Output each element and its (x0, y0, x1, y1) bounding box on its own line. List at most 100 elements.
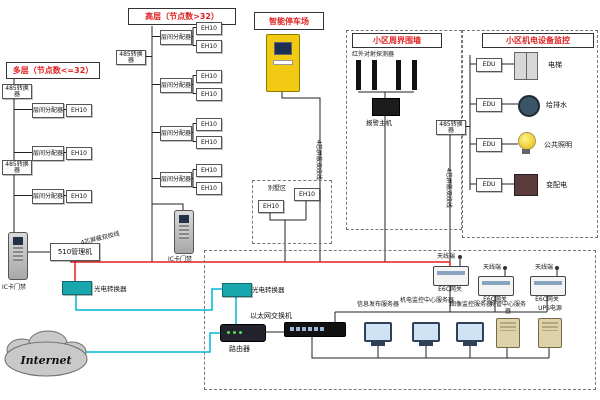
floor-distributor: 层间分配器 (160, 126, 192, 141)
antenna-end-label: 天线端 (437, 253, 456, 260)
eh10-unit: EH10 (196, 136, 222, 149)
router-device (220, 324, 266, 342)
network-center-group-border (204, 250, 596, 390)
internet-label: Internet (19, 354, 71, 367)
eh10-unit: EH10 (66, 147, 92, 160)
antenna-tip (503, 266, 507, 270)
e6c-gateway-label: E6C网关 (438, 286, 462, 293)
door-station-keypad (179, 225, 189, 239)
floor-distributor: 层间分配器 (160, 78, 192, 93)
antenna-tip (555, 266, 559, 270)
door-station-screen (179, 215, 189, 223)
floor-distributor: 层间分配器 (160, 172, 192, 187)
section-title-high-rise: 高层（节点数>32） (128, 8, 236, 25)
optical-converter-label: 光电转换器 (252, 286, 285, 294)
door-station (8, 232, 28, 280)
switch-ports (285, 323, 345, 331)
gateway-band (534, 281, 562, 285)
server-label: UPS电源 (538, 305, 562, 312)
ethernet-switch-label: 以太网交换机 (250, 312, 292, 320)
door-station (174, 210, 194, 254)
elevator-doors (525, 53, 527, 79)
gateway-band (482, 281, 510, 285)
server-computer (412, 322, 440, 346)
server-label: 信息发布服务器 (356, 301, 399, 308)
manager-510-console: 510管理机 (50, 243, 100, 261)
light-bulb-icon (518, 132, 536, 150)
server-label: 物管中心服务器 (489, 301, 526, 315)
cable-annotation: 4芯屏蔽双绞线 (315, 140, 322, 180)
ir-beam-post (356, 60, 361, 90)
alarm-host-device (372, 98, 400, 116)
e6c-gateway-label: E6C网关 (535, 296, 559, 303)
server-tower (538, 318, 562, 348)
elevator-icon (514, 52, 538, 80)
villa-group-label: 别墅区 (268, 185, 287, 192)
router-leds (221, 325, 265, 334)
e6c-gateway-device (478, 276, 514, 296)
server-tower (496, 318, 520, 348)
eh10-unit: EH10 (294, 188, 320, 201)
section-title-perimeter: 小区周界围墙 (352, 33, 442, 48)
door-station-keypad (13, 247, 23, 261)
alarm-host-label: 报警主机 (366, 119, 392, 127)
section-title-multi-floor: 多层（节点数<=32） (6, 62, 100, 79)
edu-module: EDU (476, 138, 502, 152)
parking-kiosk-card-slot (273, 60, 293, 65)
eh10-unit: EH10 (258, 200, 284, 213)
floor-distributor: 层间分配器 (32, 189, 64, 204)
eh10-unit: EH10 (196, 182, 222, 195)
floor-distributor: 层间分配器 (160, 30, 192, 45)
gateway-band (437, 271, 465, 275)
floor-distributor: 层间分配器 (32, 146, 64, 161)
eh10-unit: EH10 (196, 22, 222, 35)
ir-beam-post (396, 60, 401, 90)
e6c-gateway-device (530, 276, 566, 296)
rs485-converter: 485转换器 (116, 50, 146, 65)
internet-cloud: Internet (4, 330, 88, 377)
optical-converter-label: 光电转换器 (94, 285, 127, 293)
mne-row-label: 电梯 (548, 61, 562, 69)
optical-converter-device (62, 281, 92, 295)
parking-kiosk-screen (274, 42, 292, 55)
antenna-end-label: 天线端 (535, 264, 554, 271)
ic-card-door-label: IC卡门禁 (168, 256, 192, 263)
parking-kiosk (266, 34, 300, 92)
edu-module: EDU (476, 98, 502, 112)
ir-beam-post (412, 60, 417, 90)
e6c-gateway-device (433, 266, 469, 286)
ir-detector-label: 红外对射探测器 (352, 51, 395, 58)
server-computer (364, 322, 392, 346)
router-label: 路由器 (229, 345, 250, 353)
water-pump-icon (518, 95, 540, 117)
edu-module: EDU (476, 58, 502, 72)
mne-row-label: 公共照明 (544, 141, 572, 149)
cable-annotation: 4芯屏蔽双绞线 (445, 168, 452, 208)
eh10-unit: EH10 (196, 118, 222, 131)
floor-distributor: 层间分配器 (32, 103, 64, 118)
eh10-unit: EH10 (196, 88, 222, 101)
rs485-converter: 485转换器 (2, 160, 32, 175)
section-title-parking: 智能停车场 (254, 12, 324, 30)
ethernet-switch-device (284, 322, 346, 337)
transformer-icon (514, 174, 538, 196)
optical-converter-device (222, 283, 252, 297)
eh10-unit: EH10 (196, 164, 222, 177)
door-station-screen (13, 237, 23, 245)
edu-module: EDU (476, 178, 502, 192)
server-computer (456, 322, 484, 346)
e6c-gateway-label: E6C网关 (483, 296, 507, 303)
rs485-converter: 485转换器 (436, 120, 466, 135)
ir-beam-post (372, 60, 377, 90)
light-bulb-base (522, 149, 530, 154)
ic-card-door-label: IC卡门禁 (2, 284, 26, 291)
section-title-mne: 小区机电设备监控 (482, 33, 594, 48)
eh10-unit: EH10 (66, 104, 92, 117)
eh10-unit: EH10 (196, 70, 222, 83)
villa-group-border (252, 180, 332, 244)
eh10-unit: EH10 (196, 40, 222, 53)
eh10-unit: EH10 (66, 190, 92, 203)
mne-row-label: 变配电 (546, 181, 567, 189)
server-label: 图像监控服务器 (449, 301, 492, 308)
server-label: 机电监控中心服务器 (399, 297, 454, 304)
